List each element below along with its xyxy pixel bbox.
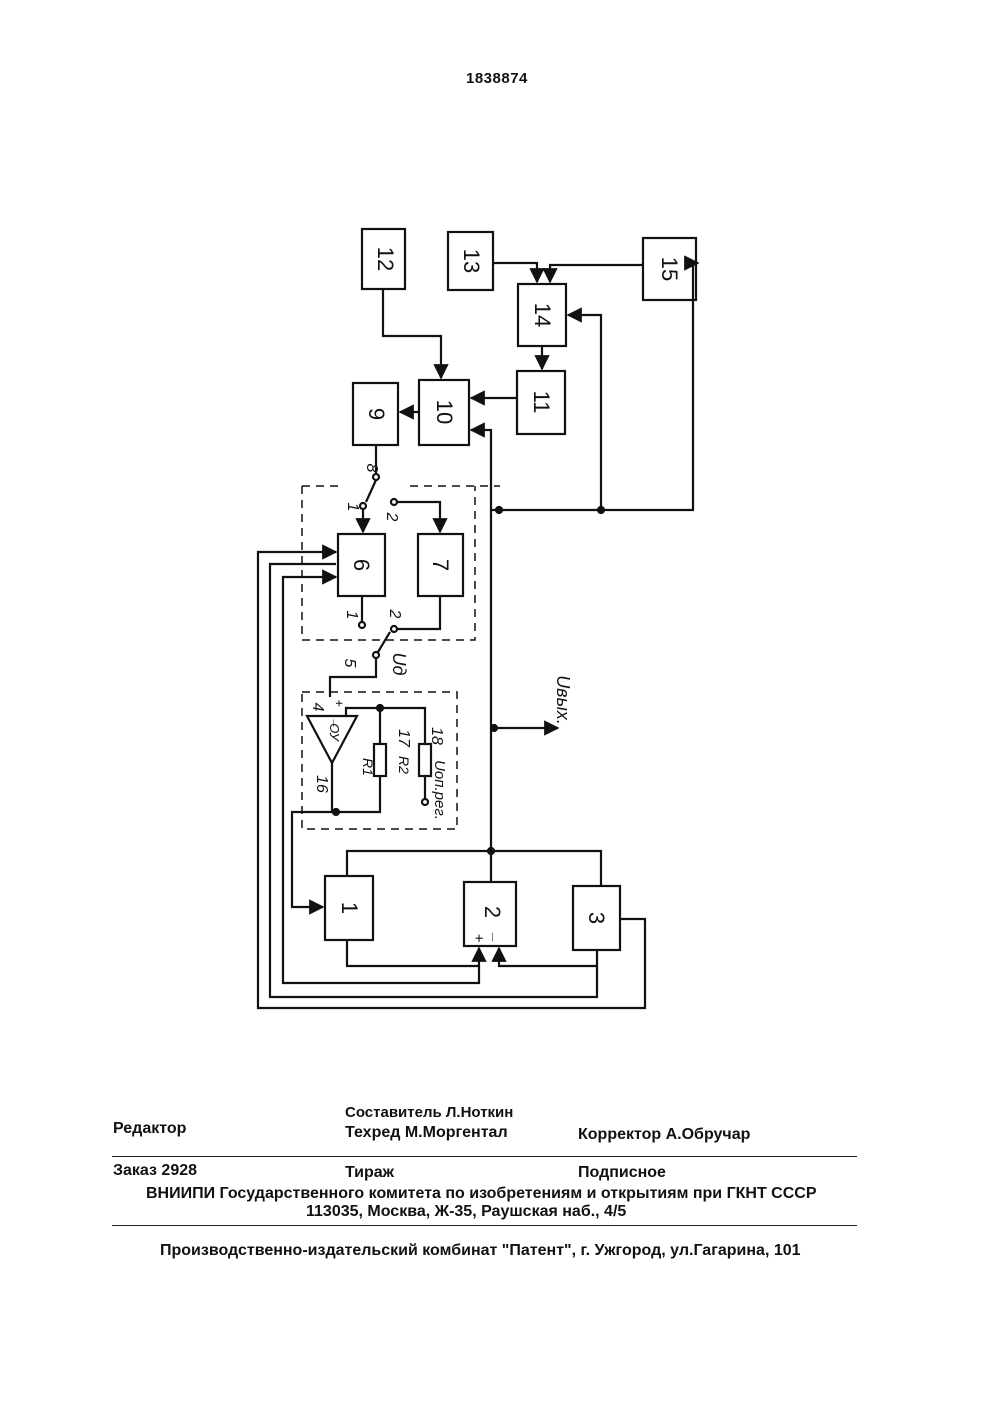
r1-label: R1 [360,758,376,776]
divider [112,1225,857,1226]
uvyx-label: Uвых. [553,675,573,725]
resistor-r2 [419,744,431,776]
block-3-label: 3 [584,912,609,924]
switch-5-blade [378,632,390,652]
block-12-label: 12 [373,247,398,271]
publisher-text: Производственно-издательский комбинат "П… [160,1242,801,1260]
opamp-plus: + [332,699,347,707]
vniipi-text: ВНИИПИ Государственного комитета по изоб… [146,1185,817,1203]
switch-8-number: 8 [363,464,380,473]
switch-5-contact-1 [359,622,365,628]
switch-5-number: 5 [341,659,358,668]
junction [598,507,604,513]
block-2-label: 2 [480,906,505,918]
order-text: Заказ 2928 [113,1162,197,1180]
uop-terminal [422,799,428,805]
techred-text: Техред М.Моргентал [345,1124,508,1142]
node-18-label: 18 [428,727,445,745]
divider [112,1156,857,1157]
editor-label: Редактор [113,1120,186,1138]
address-text: 113035, Москва, Ж-35, Раушская наб., 4/5 [306,1203,626,1221]
wire-12-10 [383,289,441,378]
compiler-text: Составитель Л.Ноткин [345,1104,513,1121]
block-15-label: 15 [657,257,682,281]
node-16-label: 16 [313,775,330,793]
block-10-label: 10 [432,400,457,424]
circuit-diagram: 12 13 14 15 9 10 11 6 7 1 2 3 8 1 2 1 2 … [0,0,1000,1100]
wire-13-14 [493,263,537,282]
ud-label: Uд [389,653,409,676]
wire-reg-1 [292,812,336,907]
switch-8-pos-1: 1 [344,503,361,512]
corrector-text: Корректор А.Обручар [578,1126,750,1144]
switch-5-contact-2 [391,626,397,632]
block-2-plus: + [470,934,487,943]
switch-5-pos-1: 1 [343,611,360,620]
block-7-label: 7 [428,559,453,571]
block-11-label: 11 [529,391,554,414]
block-2-minus: _ [490,932,507,942]
uop-label: Uоп.рег. [431,760,448,820]
switch-5-pos-2: 2 [386,609,403,619]
subscription-text: Подписное [578,1164,666,1182]
block-13-label: 13 [459,249,484,273]
r2-label: R2 [396,756,412,774]
block-6-label: 6 [349,559,374,571]
block-1-label: 1 [337,902,362,914]
block-14-label: 14 [530,303,555,327]
node-4-label: 4 [309,703,326,712]
switch-8-contact-2 [391,499,397,505]
circulation-text: Тираж [345,1164,394,1182]
switch-8-blade [366,480,376,502]
wire-15-14 [550,265,643,282]
node-17-label: 17 [395,729,412,748]
opamp-minus: _ [332,718,347,727]
wire-bus-14 [568,315,601,510]
junction [496,507,502,513]
block-9-label: 9 [364,408,389,420]
switch-8-pos-2: 2 [383,512,400,522]
junction [491,725,497,731]
